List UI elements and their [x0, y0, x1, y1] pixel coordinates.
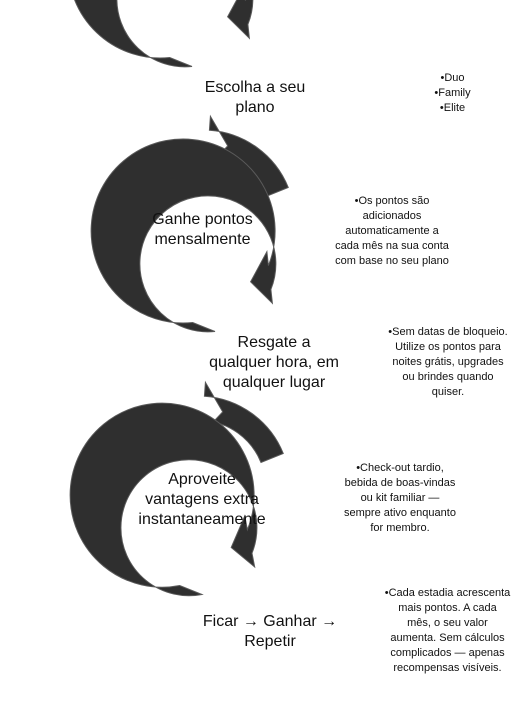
step-5-label: Ficar → Ganhar → Repetir: [195, 612, 345, 652]
step-3-label-line: qualquer hora, em: [209, 354, 339, 371]
step-5-label-line: Ficar → Ganhar →: [202, 613, 338, 630]
step-3-label-line: qualquer lugar: [222, 374, 326, 391]
note-line: aumenta. Sem cálculos: [390, 632, 505, 644]
step-2-label-line: Ganhe pontos: [152, 211, 253, 228]
step-4-label: Aproveite vantagens extra instantaneamen…: [127, 470, 277, 530]
step-3-label-line: Resgate a: [237, 334, 311, 351]
step-1-label-line: Escolha a seu: [204, 79, 306, 96]
note-line: sempre ativo enquanto: [344, 507, 456, 519]
note-line: Utilize os pontos para: [395, 341, 501, 353]
step-2-label: Ganhe pontos mensalmente: [135, 210, 270, 250]
step-1-label-line: plano: [235, 99, 275, 116]
step-3-label: Resgate a qualquer hora, em qualquer lug…: [198, 333, 350, 393]
note-line: recompensas visíveis.: [393, 662, 502, 674]
note-line: ou brindes quando: [402, 371, 494, 383]
step-4-label-line: Aproveite: [168, 471, 236, 488]
note-line: cada mês na sua conta: [335, 240, 449, 252]
note-line: noites grátis, upgrades: [392, 356, 504, 368]
note-line: •Family: [434, 87, 471, 99]
curved-arrow-ring-step-4: [201, 380, 284, 464]
note-line: •Os pontos são: [354, 195, 430, 207]
step-5-label-line: Repetir: [244, 633, 296, 650]
note-line: bebida de boas-vindas: [344, 477, 456, 489]
curved-arrow-ring-step-3: [90, 138, 277, 333]
note-line: com base no seu plano: [335, 255, 449, 267]
note-line: for membro.: [370, 522, 430, 534]
step-5-note: •Cada estadia acrescenta mais pontos. A …: [370, 586, 525, 676]
curved-arrow-ring-step-5: [69, 402, 258, 597]
note-line: mais pontos. A cada: [398, 602, 497, 614]
step-1-label: Escolha a seu plano: [190, 78, 320, 118]
note-line: ou kit familiar —: [360, 492, 440, 504]
note-line: quiser.: [431, 386, 465, 398]
note-line: automaticamente a: [345, 225, 439, 237]
note-line: •Sem datas de bloqueio.: [388, 326, 508, 338]
step-4-note: •Check-out tardio, bebida de boas-vindas…: [330, 461, 470, 536]
note-line: mês, o seu valor: [407, 617, 488, 629]
note-line: •Elite: [439, 102, 466, 114]
note-line: •Check-out tardio,: [356, 462, 444, 474]
note-line: •Duo: [440, 72, 465, 84]
step-4-label-line: vantagens extra: [145, 491, 259, 508]
note-line: adicionados: [362, 210, 422, 222]
step-1-note: •Duo •Family •Elite: [415, 71, 490, 116]
note-line: •Cada estadia acrescenta: [384, 587, 511, 599]
curved-arrow-ring-step-1: [74, 0, 254, 68]
step-2-note: •Os pontos são adicionados automaticamen…: [322, 194, 462, 269]
step-2-label-line: mensalmente: [154, 231, 251, 248]
step-4-label-line: instantaneamente: [138, 511, 266, 528]
step-3-note: •Sem datas de bloqueio. Utilize os ponto…: [378, 325, 518, 400]
note-line: complicados — apenas: [390, 647, 505, 659]
